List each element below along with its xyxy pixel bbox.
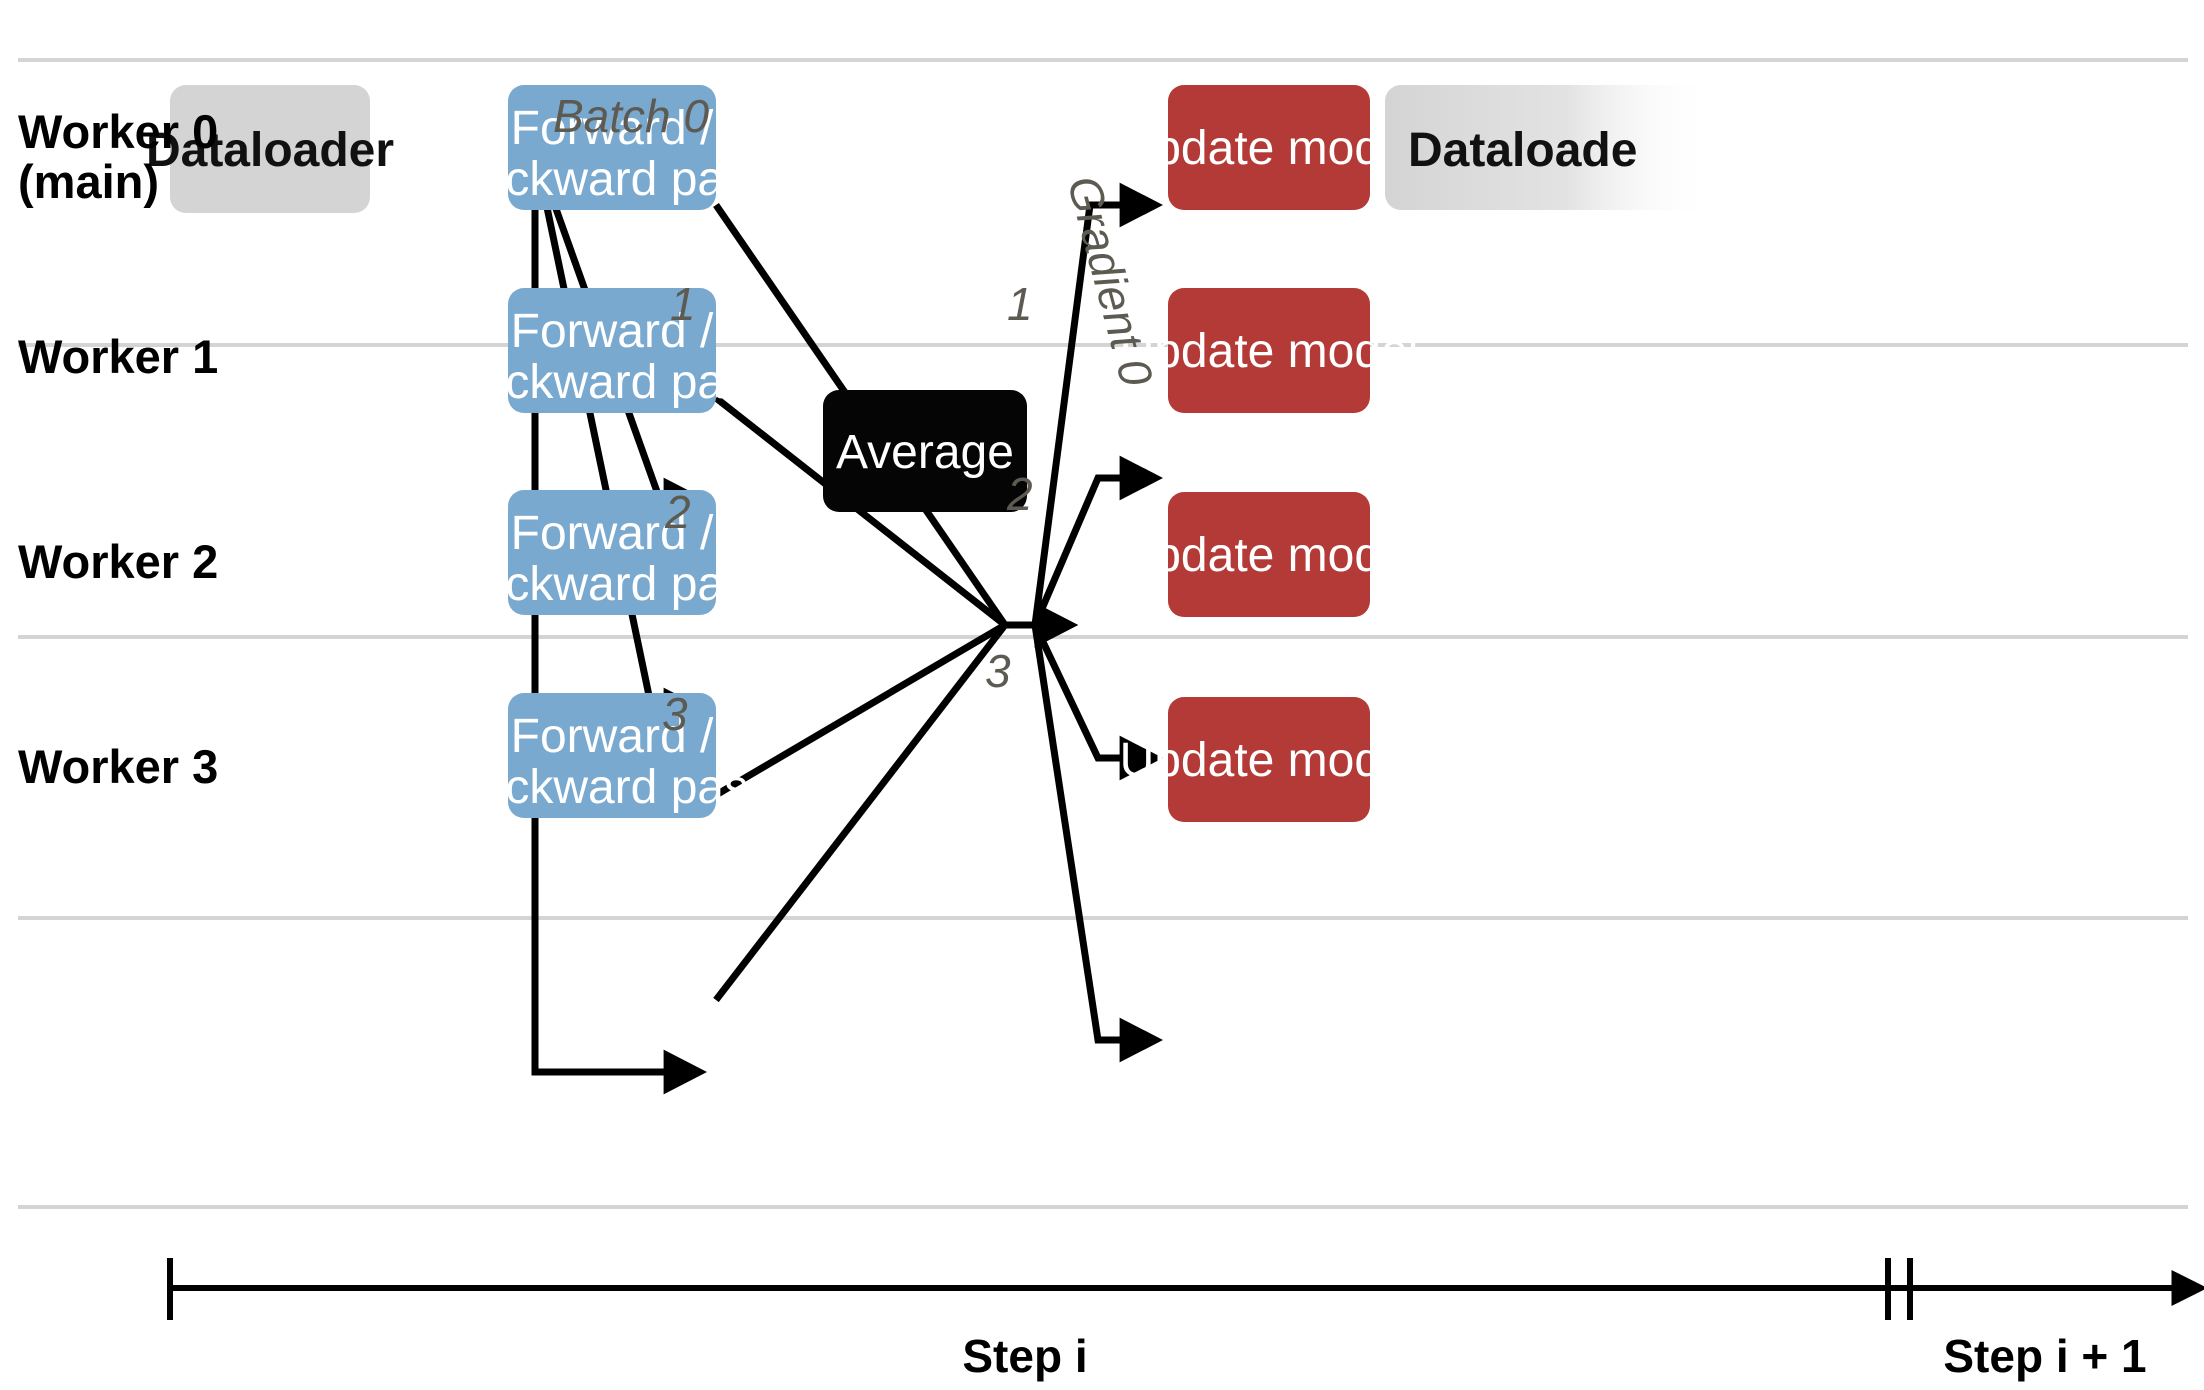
timeline-label-step-next: Step i + 1 — [1943, 1330, 2146, 1382]
node-update-model-2[interactable]: Update model — [1120, 492, 1419, 617]
node-fb-label-line2: backward pass — [452, 761, 772, 814]
edge-broadcast-1 — [1031, 455, 1163, 627]
node-update-model-label: Update model — [1120, 529, 1419, 582]
gradient-aggregation-edges — [713, 203, 1078, 1003]
edge-broadcast-3 — [1031, 624, 1163, 1063]
node-average-rect[interactable] — [823, 390, 1027, 512]
node-fb-label-line2: backward pass — [452, 153, 772, 206]
node-forward-backward-1[interactable]: Forward / backward pass — [452, 288, 772, 413]
worker-label-1: Worker 1 — [18, 330, 218, 383]
node-fb-label-line2: backward pass — [452, 356, 772, 409]
node-dataloader-next-label: Dataloade — [1408, 124, 1637, 177]
node-forward-backward-rect[interactable] — [508, 85, 716, 210]
edge-label-batch-3: 3 — [662, 688, 688, 740]
broadcast-edges — [1031, 182, 1163, 1063]
edge-label-batch-1: 1 — [670, 278, 696, 330]
edge-label-batch-2: 2 — [664, 486, 691, 538]
node-update-model-rect[interactable] — [1168, 288, 1370, 413]
batch-edge-labels: Batch 0 1 2 3 — [553, 90, 709, 740]
timeline-axis: Step i Step i + 1 — [167, 1258, 2204, 1382]
edge-batch-2 — [531, 149, 707, 733]
node-dataloader-rect[interactable] — [170, 85, 370, 213]
edge-label-gradient-3: 3 — [985, 645, 1011, 697]
node-update-model-rect[interactable] — [1168, 697, 1370, 822]
worker-label-0-line2: (main) — [18, 155, 159, 208]
node-update-model-label: Update model — [1120, 734, 1419, 787]
node-update-model-3[interactable]: Update model — [1120, 697, 1419, 822]
node-fb-label-line1: Forward / — [511, 305, 714, 358]
node-average[interactable]: Average — [823, 390, 1027, 512]
node-forward-backward-0[interactable]: Forward / backward pass — [452, 85, 772, 210]
node-update-model-0[interactable]: Update model — [1120, 85, 1419, 210]
edge-broadcast-0 — [1031, 182, 1163, 626]
node-update-model-1[interactable]: Update model — [1120, 288, 1419, 413]
node-dataloader-next-step[interactable]: Dataloade — [1385, 85, 1715, 210]
node-average-label: Average — [836, 426, 1014, 479]
edge-label-gradient-1: 1 — [1007, 278, 1033, 330]
node-forward-backward-2[interactable]: Forward / backward pass — [452, 490, 772, 615]
node-forward-backward-rect[interactable] — [508, 693, 716, 818]
node-update-model-rect[interactable] — [1168, 492, 1370, 617]
node-dataloader-label: Dataloader — [146, 124, 394, 177]
node-forward-backward-3[interactable]: Forward / backward pass — [452, 693, 772, 818]
gridlines — [18, 58, 2188, 1209]
node-forward-backward-rect[interactable] — [508, 288, 716, 413]
edge-batch-3 — [531, 150, 707, 1095]
node-dataloader-next-rect[interactable] — [1385, 85, 1715, 210]
worker-row-labels: Worker 0 (main) Worker 1 Worker 2 Worker… — [18, 105, 218, 793]
worker-label-2: Worker 2 — [18, 535, 218, 588]
node-fb-label-line2: backward pass — [452, 558, 772, 611]
worker-label-3: Worker 3 — [18, 740, 218, 793]
edge-label-gradient-0: Gradient 0 — [1058, 170, 1164, 391]
node-dataloader[interactable]: Dataloader — [146, 85, 394, 213]
node-update-model-label: Update model — [1120, 122, 1419, 175]
node-fb-label-line1: Forward / — [511, 507, 714, 560]
node-fb-label-line1: Forward / — [511, 710, 714, 763]
node-forward-backward-rect[interactable] — [508, 490, 716, 615]
node-update-model-rect[interactable] — [1168, 85, 1370, 210]
node-update-model-label: Update model — [1120, 325, 1419, 378]
edge-broadcast-2 — [1031, 623, 1163, 781]
timeline-label-step-current: Step i — [962, 1330, 1087, 1382]
edge-label-batch-0: Batch 0 — [553, 90, 709, 142]
node-fb-label-line1: Forward / — [511, 102, 714, 155]
worker-label-0-line1: Worker 0 — [18, 105, 218, 158]
edge-gradient-3 — [713, 602, 1078, 1003]
edge-label-gradient-2: 2 — [1006, 468, 1033, 520]
